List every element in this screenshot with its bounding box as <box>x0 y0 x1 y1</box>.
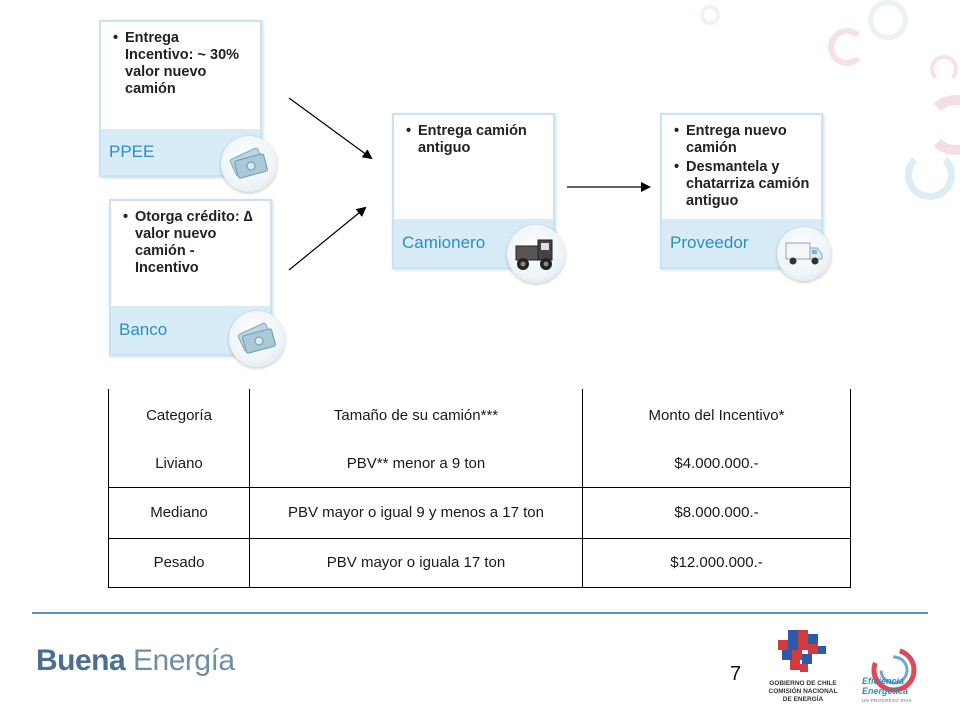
card-proveedor-body: Entrega nuevo camión Desmantela y chatar… <box>662 115 821 212</box>
decorative-ring <box>905 150 955 200</box>
old-truck-icon <box>507 225 565 283</box>
decorative-ring <box>828 28 866 66</box>
ppee-bullet: Entrega Incentivo: ~ 30% valor nuevo cam… <box>113 30 250 98</box>
new-truck-icon <box>777 227 831 281</box>
eficiencia-energetica-text: Eficiencia Energética UN PROGRESO PAÍS <box>862 676 934 706</box>
brand-light: Energía <box>133 644 235 677</box>
card-banco-body: Otorga crédito: ∆ valor nuevo camión - I… <box>111 201 270 279</box>
arrow-banco-to-camionero <box>288 206 367 271</box>
camionero-bullet: Entrega camión antiguo <box>406 123 543 157</box>
card-ppee: Entrega Incentivo: ~ 30% valor nuevo cam… <box>99 20 277 192</box>
table-cell: PBV** menor a 9 ton <box>249 441 583 487</box>
table-cell: Liviano <box>108 441 250 487</box>
card-camionero-body: Entrega camión antiguo <box>394 115 553 159</box>
gob-line: DE ENERGÍA <box>782 696 824 703</box>
decorative-ring <box>925 95 960 155</box>
footer-divider <box>32 612 928 614</box>
table-header-cell: Monto del Incentivo* <box>582 389 851 441</box>
ee-line: Eficiencia <box>862 676 905 686</box>
gobierno-chile-text: GOBIERNO DE CHILE COMISIÓN NACIONAL DE E… <box>758 680 848 704</box>
table-header-row: Categoría Tamaño de su camión*** Monto d… <box>108 389 851 441</box>
card-banco: Otorga crédito: ∆ valor nuevo camión - I… <box>109 199 285 367</box>
decorative-ring <box>700 5 720 25</box>
decorative-ring <box>868 0 908 40</box>
money-icon <box>229 311 285 367</box>
table-cell: Mediano <box>108 486 250 538</box>
proveedor-bullet: Entrega nuevo camión <box>674 123 811 157</box>
table-header-cell: Tamaño de su camión*** <box>249 389 583 441</box>
page-number: 7 <box>730 663 742 685</box>
table-cell: $4.000.000.- <box>582 441 851 487</box>
table-cell: $12.000.000.- <box>582 537 851 588</box>
arrow-ppee-to-camionero <box>288 97 373 160</box>
table-cell: Pesado <box>108 537 250 588</box>
gob-line: GOBIERNO DE CHILE <box>769 680 837 687</box>
card-camionero: Entrega camión antiguo Camionero <box>392 113 565 283</box>
incentive-table: Categoría Tamaño de su camión*** Monto d… <box>108 389 851 588</box>
brand-bold: Buena <box>36 644 126 677</box>
table-cell: PBV mayor o iguala 17 ton <box>249 537 583 588</box>
card-proveedor: Entrega nuevo camión Desmantela y chatar… <box>660 113 831 281</box>
proveedor-bullet: Desmantela y chatarriza camión antiguo <box>674 159 811 210</box>
table-cell: $8.000.000.- <box>582 486 851 538</box>
eficiencia-energetica-logo-icon <box>871 647 917 693</box>
table-cell: PBV mayor o igual 9 y menos a 17 ton <box>249 486 583 538</box>
table-row: Mediano PBV mayor o igual 9 y menos a 17… <box>108 486 851 538</box>
brand-logo: Buena Energía <box>36 644 235 678</box>
table-row: Liviano PBV** menor a 9 ton $4.000.000.- <box>108 441 851 487</box>
table-row: Pesado PBV mayor o iguala 17 ton $12.000… <box>108 537 851 588</box>
money-icon <box>221 136 277 192</box>
gobierno-chile-logo-icon <box>778 630 826 672</box>
ee-line: Energética <box>862 686 909 696</box>
ee-tagline: UN PROGRESO PAÍS <box>862 698 912 703</box>
gob-line: COMISIÓN NACIONAL <box>768 688 838 695</box>
banco-bullet: Otorga crédito: ∆ valor nuevo camión - I… <box>123 209 260 277</box>
card-ppee-body: Entrega Incentivo: ~ 30% valor nuevo cam… <box>101 22 260 100</box>
table-header-cell: Categoría <box>108 389 250 441</box>
decorative-ring <box>930 55 958 83</box>
